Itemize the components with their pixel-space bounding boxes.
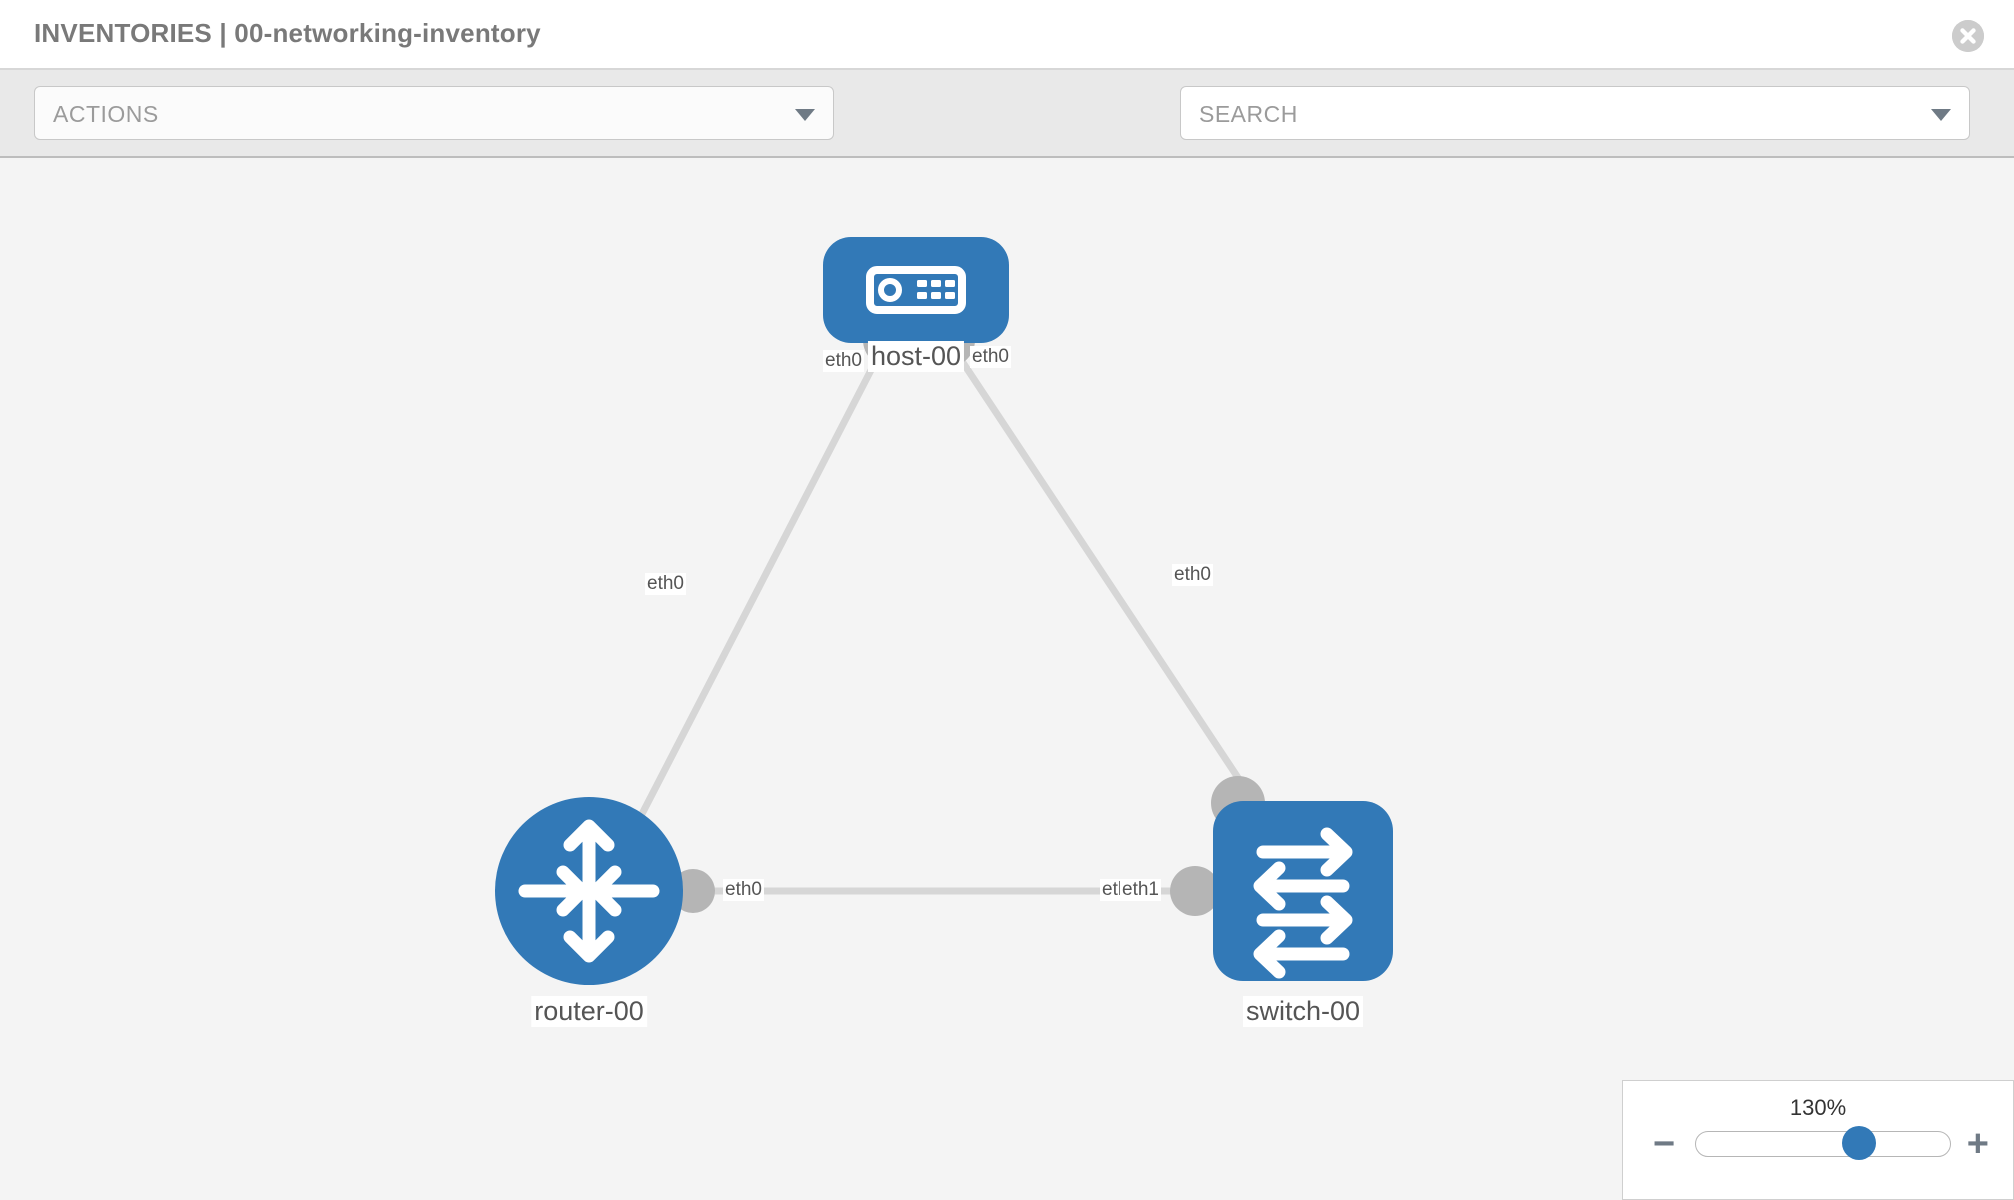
actions-dropdown-label: ACTIONS bbox=[53, 101, 159, 127]
edge-label-host00-to-router00: eth0 bbox=[823, 350, 864, 372]
zoom-control-panel: 130% − + bbox=[1622, 1080, 2014, 1200]
node-label-host-00: host-00 bbox=[867, 341, 965, 372]
topology-links bbox=[606, 341, 1271, 895]
edge-label-router00-to-switch00: eth0 bbox=[723, 879, 764, 901]
zoom-level-label: 130% bbox=[1789, 1095, 1847, 1120]
zoom-slider-thumb[interactable] bbox=[1841, 1126, 1876, 1160]
actions-dropdown[interactable]: ACTIONS bbox=[34, 86, 834, 140]
connector-switch00-left[interactable] bbox=[1170, 866, 1220, 916]
topology-graph bbox=[495, 237, 1393, 985]
node-router-00[interactable] bbox=[495, 797, 683, 985]
zoom-out-button[interactable]: − bbox=[1653, 1123, 1676, 1165]
page-header: INVENTORIES | 00-networking-inventory bbox=[0, 0, 2014, 70]
zoom-slider-track[interactable] bbox=[1695, 1126, 1951, 1160]
search-placeholder: SEARCH bbox=[1199, 101, 1298, 127]
node-label-switch-00: switch-00 bbox=[1242, 996, 1364, 1027]
close-icon[interactable] bbox=[1952, 20, 1984, 52]
link-host00-router00[interactable] bbox=[606, 341, 889, 878]
node-host-00[interactable] bbox=[823, 237, 1009, 343]
topology-canvas[interactable]: host-00 router-00 switch-00 eth0 eth0 et… bbox=[0, 158, 2014, 1200]
topology-connectors bbox=[671, 313, 1265, 916]
node-label-router-00: router-00 bbox=[531, 996, 647, 1027]
edge-label-router00-to-host00: eth0 bbox=[645, 573, 686, 595]
edge-label-host00-to-switch00: eth0 bbox=[970, 346, 1011, 368]
chevron-down-icon[interactable] bbox=[1931, 109, 1951, 121]
toolbar: ACTIONS bbox=[0, 70, 2014, 200]
edge-label-switch00-to-router00: eth1 bbox=[1120, 879, 1161, 901]
search-input[interactable]: SEARCH bbox=[1180, 86, 1970, 140]
chevron-down-icon bbox=[795, 109, 815, 121]
node-switch-00[interactable] bbox=[1213, 801, 1393, 981]
zoom-in-button[interactable]: + bbox=[1966, 1123, 1989, 1165]
page-title: INVENTORIES | 00-networking-inventory bbox=[34, 18, 541, 48]
edge-label-switch00-to-host00: eth0 bbox=[1172, 564, 1213, 586]
link-host00-switch00[interactable] bbox=[947, 341, 1271, 825]
